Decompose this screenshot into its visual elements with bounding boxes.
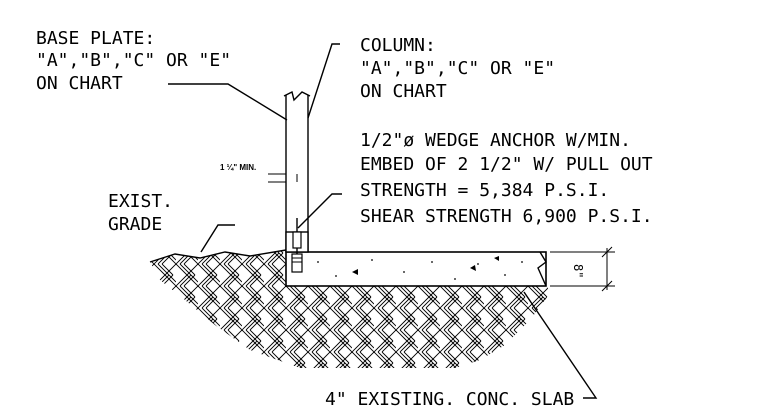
concrete-slab <box>285 251 547 287</box>
min-edge-distance-label: 1 ¼" MIN. <box>220 163 256 172</box>
anchor-line-4: SHEAR STRENGTH 6,900 P.S.I. <box>360 206 653 227</box>
column-ref: ON CHART <box>360 81 447 102</box>
min-edge-dimension: 1 ¼" MIN. <box>220 163 298 183</box>
wedge-anchor <box>291 218 303 273</box>
column-callout: COLUMN: "A","B","C" OR "E" ON CHART <box>360 35 555 102</box>
slab-callout: 4" EXISTING. CONC. SLAB <box>325 389 574 410</box>
column-title: COLUMN: <box>360 35 436 56</box>
slab-thickness-dimension: 8" <box>550 246 615 292</box>
anchor-line-3: STRENGTH = 5,384 P.S.I. <box>360 180 609 201</box>
grade-line-1: EXIST. <box>108 191 173 212</box>
grade-callout: EXIST. GRADE <box>108 191 173 235</box>
base-plate-ref: ON CHART <box>36 73 123 94</box>
anchor-callout: 1/2"ø WEDGE ANCHOR W/MIN. EMBED OF 2 1/2… <box>360 130 653 227</box>
grade-line-2: GRADE <box>108 214 162 235</box>
anchor-line-2: EMBED OF 2 1/2" W/ PULL OUT <box>360 154 653 175</box>
base-plate-title: BASE PLATE: <box>36 28 155 49</box>
column-options: "A","B","C" OR "E" <box>360 58 555 79</box>
slab-thickness-label: 8" <box>571 264 585 278</box>
base-plate-callout: BASE PLATE: "A","B","C" OR "E" ON CHART <box>36 28 231 94</box>
base-plate-options: "A","B","C" OR "E" <box>36 50 231 71</box>
anchor-line-1: 1/2"ø WEDGE ANCHOR W/MIN. <box>360 130 631 151</box>
leader-lines <box>168 43 598 399</box>
